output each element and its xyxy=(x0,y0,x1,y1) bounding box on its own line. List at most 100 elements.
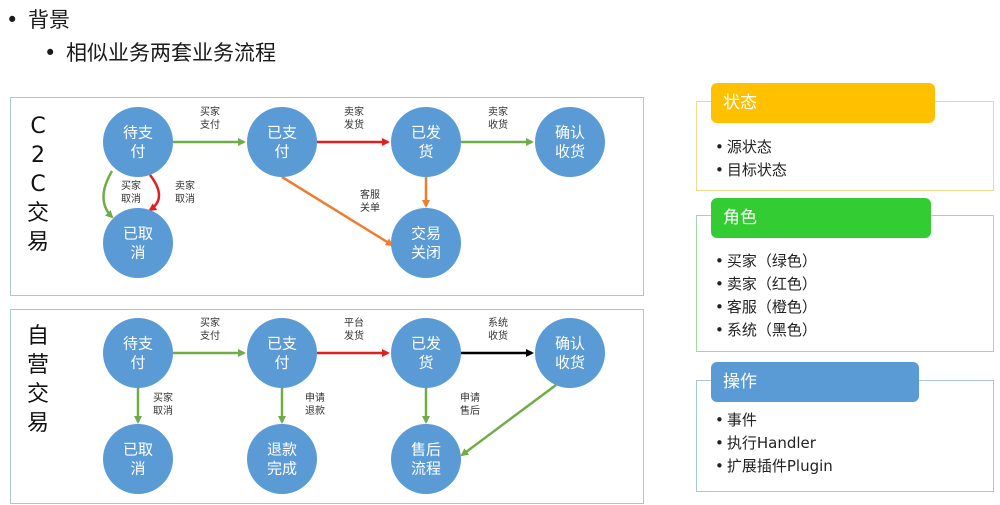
state-node-circle xyxy=(103,318,173,388)
state-node-circle xyxy=(247,424,317,494)
state-node-label: 已取 xyxy=(123,441,153,459)
edge-label: 取消 xyxy=(121,192,141,205)
heading-level1: • 背景 xyxy=(6,4,70,34)
state-node-self-m5: 已取消 xyxy=(103,424,173,494)
heading-level2-text: 相似业务两套业务流程 xyxy=(66,41,276,65)
legend-operation-items: 事件执行Handler扩展插件Plugin xyxy=(715,409,833,478)
heading-level1-text: 背景 xyxy=(28,8,70,32)
edge-label: 卖家 xyxy=(175,179,195,192)
state-node-self-m1: 待支付 xyxy=(103,318,173,388)
legend-item: 客服（橙色） xyxy=(715,296,817,319)
state-node-c2c-n2: 已支付 xyxy=(247,107,317,177)
edge-label: 发货 xyxy=(344,329,364,342)
edge-label: 平台 xyxy=(344,316,364,329)
edge-label: 卖家 xyxy=(344,105,364,118)
bullet-icon: • xyxy=(6,8,19,32)
state-node-label: 交易 xyxy=(411,225,441,243)
legend-item: 事件 xyxy=(715,409,833,432)
edge-label: 收货 xyxy=(488,118,508,131)
edge-label: 支付 xyxy=(200,329,220,342)
state-node-label: 待支 xyxy=(123,335,153,353)
self-flow-title: 自营交易 xyxy=(26,324,49,436)
state-node-circle xyxy=(103,208,173,278)
state-node-self-m2: 已支付 xyxy=(247,318,317,388)
legend-item: 源状态 xyxy=(715,136,787,159)
legend-state-box: 状态 源状态目标状态 xyxy=(696,83,994,191)
state-node-label: 已发 xyxy=(411,124,441,142)
state-node-circle xyxy=(103,107,173,177)
state-node-label: 待支 xyxy=(123,124,153,142)
state-node-label: 退款 xyxy=(267,441,297,459)
edge-self-m4-m7 xyxy=(460,383,557,457)
state-node-label: 已取 xyxy=(123,225,153,243)
state-node-label: 付 xyxy=(274,143,289,161)
edge-label: 买家 xyxy=(200,316,220,329)
edge-c2c-n1-n5 xyxy=(102,170,114,219)
state-node-label: 收货 xyxy=(555,143,585,161)
edge-label: 买家 xyxy=(200,105,220,118)
state-node-label: 已发 xyxy=(411,335,441,353)
state-node-circle xyxy=(535,318,605,388)
state-node-label: 货 xyxy=(418,143,433,161)
state-node-label: 货 xyxy=(418,354,433,372)
legend-role-items: 买家（绿色）卖家（红色）客服（橙色）系统（黑色） xyxy=(715,250,817,342)
state-node-label: 关闭 xyxy=(411,244,441,262)
edge-label: 退款 xyxy=(305,404,325,417)
edge-label: 申请 xyxy=(460,391,480,404)
edge-label: 申请 xyxy=(305,391,325,404)
state-node-label: 收货 xyxy=(555,354,585,372)
state-node-c2c-n3: 已发货 xyxy=(391,107,461,177)
state-node-circle xyxy=(247,318,317,388)
state-node-label: 消 xyxy=(130,244,145,262)
legend-state-header: 状态 xyxy=(711,83,935,123)
state-node-label: 确认 xyxy=(555,124,585,142)
state-node-c2c-n1: 待支付 xyxy=(103,107,173,177)
state-node-label: 流程 xyxy=(411,460,441,478)
legend-item: 卖家（红色） xyxy=(715,273,817,296)
state-node-label: 消 xyxy=(130,460,145,478)
state-node-label: 付 xyxy=(130,143,145,161)
state-node-circle xyxy=(391,318,461,388)
bullet-icon: • xyxy=(44,41,57,65)
state-node-circle xyxy=(391,424,461,494)
state-node-circle xyxy=(535,107,605,177)
edge-label: 取消 xyxy=(153,404,173,417)
edge-label: 收货 xyxy=(488,329,508,342)
edge-label: 买家 xyxy=(121,179,141,192)
edge-label: 买家 xyxy=(153,391,173,404)
edge-label: 售后 xyxy=(460,404,480,417)
edge-label: 取消 xyxy=(175,192,195,205)
state-node-label: 已支 xyxy=(267,124,297,142)
legend-item: 系统（黑色） xyxy=(715,319,817,342)
legend-operation-header: 操作 xyxy=(711,362,919,402)
legend-item: 执行Handler xyxy=(715,432,833,455)
state-node-c2c-n5: 已取消 xyxy=(103,208,173,278)
edge-label: 客服 xyxy=(360,188,380,201)
legend-item: 扩展插件Plugin xyxy=(715,455,833,478)
edge-label: 关单 xyxy=(360,201,380,214)
edge-label: 支付 xyxy=(200,118,220,131)
legend-role-header: 角色 xyxy=(711,198,931,238)
state-node-label: 确认 xyxy=(555,335,585,353)
state-node-label: 付 xyxy=(130,354,145,372)
state-node-self-m3: 已发货 xyxy=(391,318,461,388)
state-node-circle xyxy=(103,424,173,494)
edge-label: 卖家 xyxy=(488,105,508,118)
legend-item: 买家（绿色） xyxy=(715,250,817,273)
edge-c2c-n2-n6 xyxy=(281,175,394,247)
state-node-label: 完成 xyxy=(267,460,297,478)
edge-label: 发货 xyxy=(344,118,364,131)
state-node-circle xyxy=(391,208,461,278)
legend-state-items: 源状态目标状态 xyxy=(715,136,787,182)
legend-operation-box: 操作 事件执行Handler扩展插件Plugin xyxy=(696,362,994,492)
edge-c2c-n1-n5 xyxy=(148,174,161,212)
legend-item: 目标状态 xyxy=(715,159,787,182)
state-node-circle xyxy=(391,107,461,177)
